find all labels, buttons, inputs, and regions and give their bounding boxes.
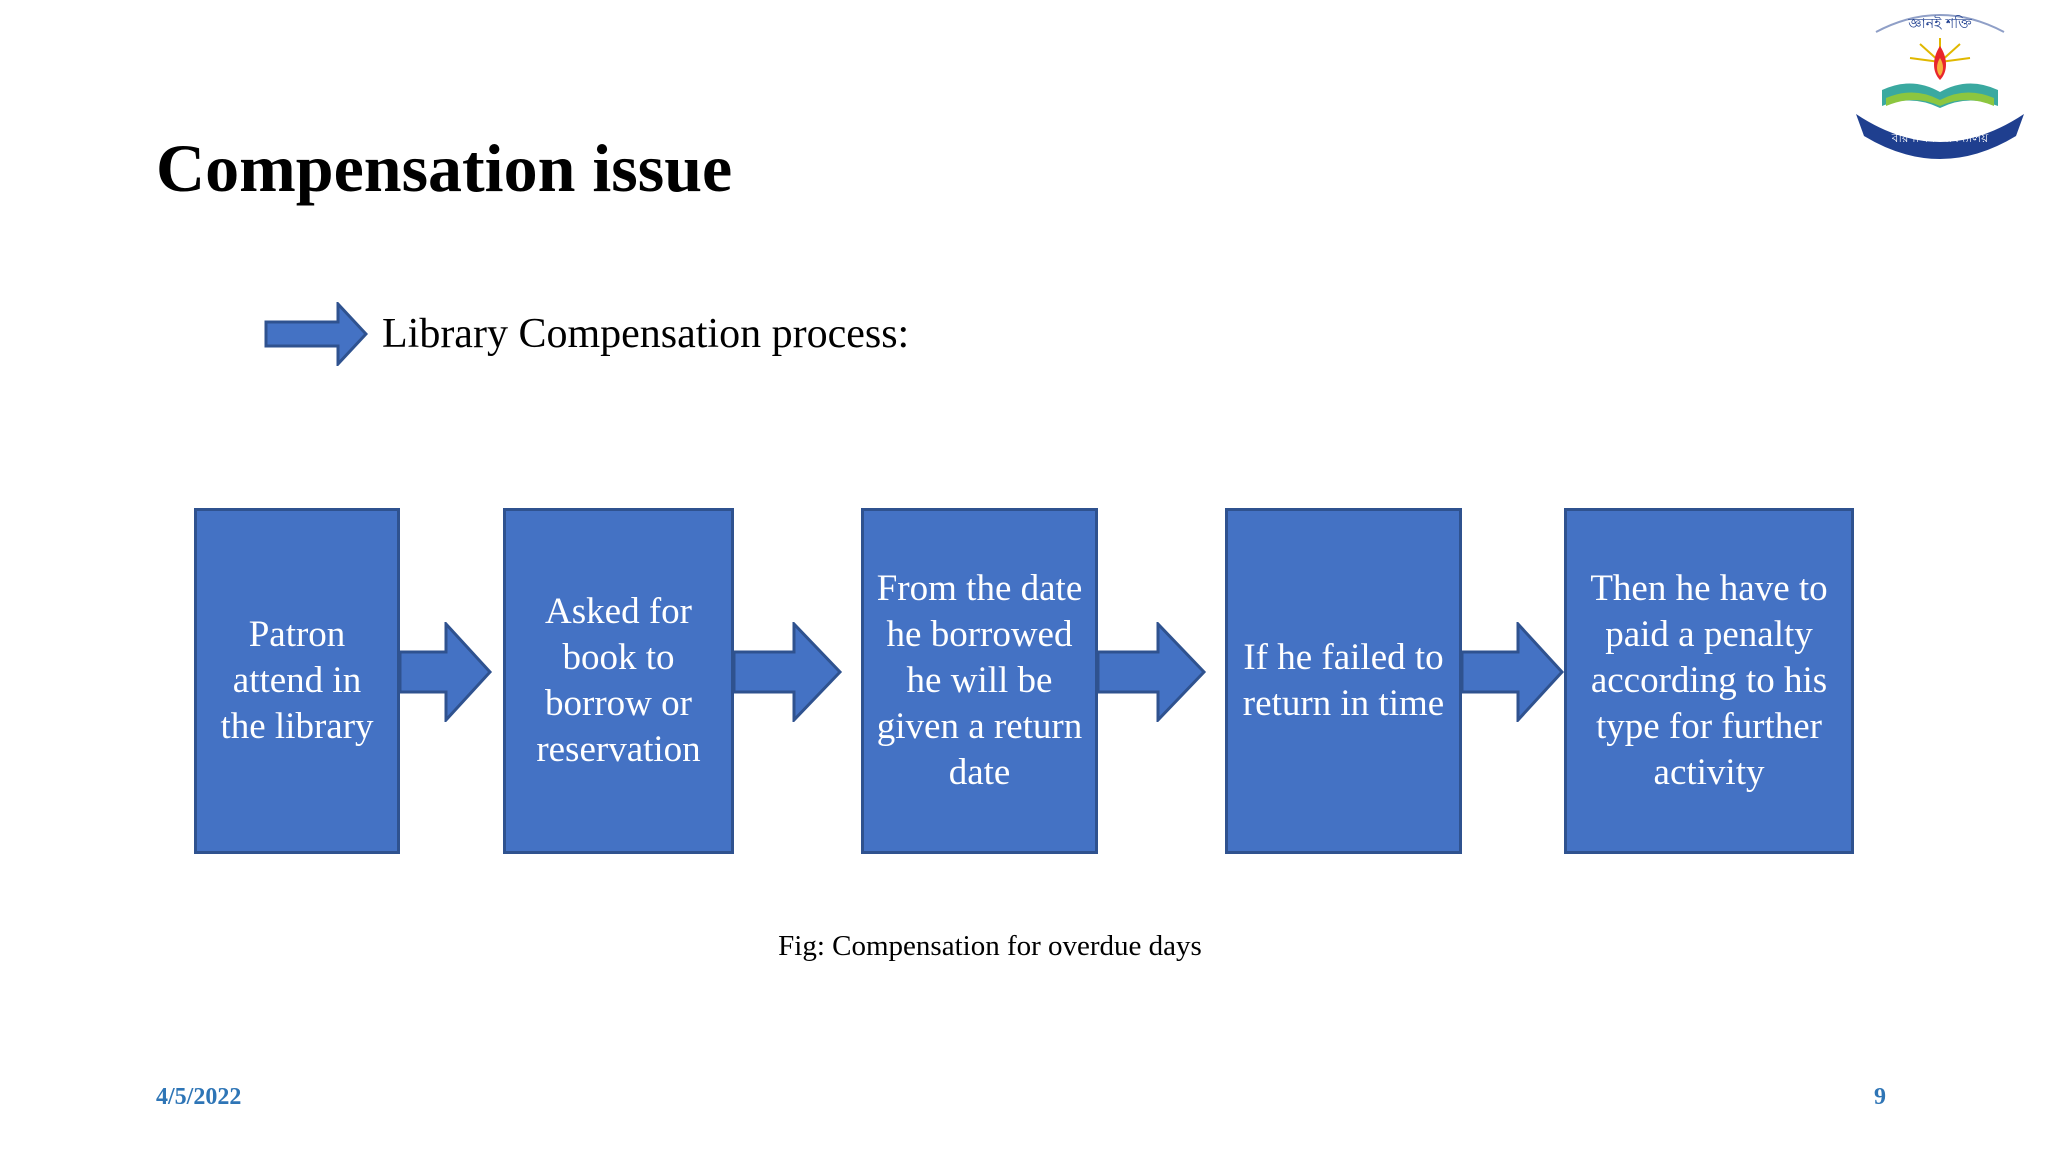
figure-caption: Fig: Compensation for overdue days [778,930,1202,962]
slide-date: 4/5/2022 [156,1084,242,1110]
flow-step-5-label: Then he have to paid a penalty according… [1590,568,1828,793]
bullet-line: Library Compensation process: [264,302,909,366]
svg-text:বরিশাল বিশ্ববিদ্যালয়: বরিশাল বিশ্ববিদ্যালয় [1891,131,1989,145]
flow-step-2: Asked for book to borrow or reservation [503,508,734,854]
flow-step-1: Patron attend in the library [194,508,400,854]
flow-step-5: Then he have to paid a penalty according… [1564,508,1854,854]
flow-step-3-label: From the date he borrowed he will be giv… [876,568,1083,793]
svg-text:জ্ঞানই শক্তি: জ্ঞানই শক্তি [1907,15,1972,32]
slide-page-number: 9 [1874,1084,1886,1110]
flow-arrow-2-icon [734,622,843,722]
bullet-arrow-icon [264,302,368,366]
flow-arrow-1-icon [400,622,493,722]
flow-step-4: If he failed to return in time [1225,508,1462,854]
flow-step-2-label: Asked for book to borrow or reservation [536,591,701,770]
slide-title: Compensation issue [156,130,733,206]
flow-step-1-label: Patron attend in the library [220,614,374,747]
flow-arrow-3-icon [1098,622,1207,722]
university-logo-icon: জ্ঞানই শক্তি বরিশাল বিশ্ববিদ্যালয় [1856,14,2024,159]
bullet-text: Library Compensation process: [382,311,910,357]
flow-step-4-label: If he failed to return in time [1242,637,1445,724]
flow-step-3: From the date he borrowed he will be giv… [861,508,1098,854]
flow-arrow-4-icon [1462,622,1565,722]
